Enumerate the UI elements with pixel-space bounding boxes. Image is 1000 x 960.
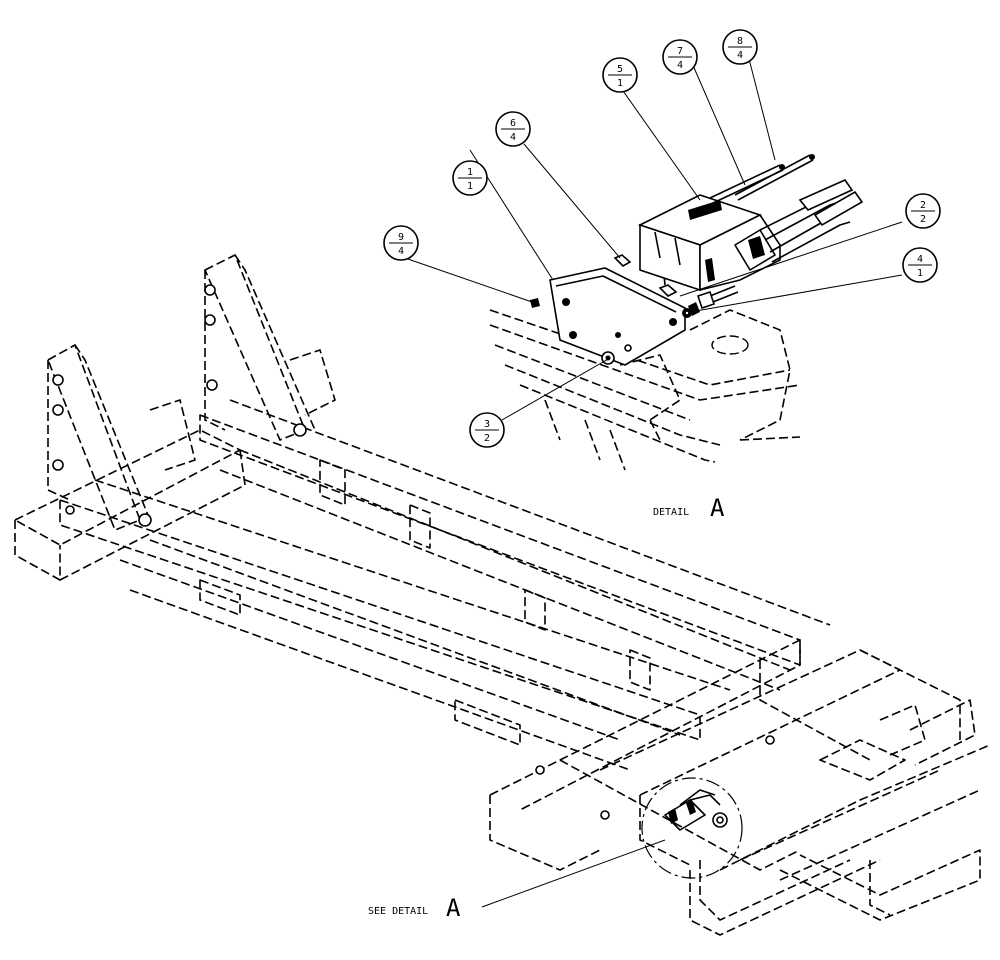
balloon-item: 8 [737,36,743,47]
see-detail-prefix: SEE DETAIL [368,906,428,917]
balloon-5-1: 5 1 [602,57,638,93]
balloon-item: 2 [920,200,926,211]
detail-a-view [489,154,864,471]
see-detail-letter: A [446,894,461,922]
balloon-item: 7 [677,46,683,57]
detail-callout-circle [641,777,743,879]
detail-title-letter: A [710,494,725,522]
balloon-1-1: 1 1 [452,160,488,196]
balloon-2-2: 2 2 [905,193,941,229]
balloon-qty: 2 [920,214,926,225]
balloon-qty: 4 [510,132,516,143]
frame-fasteners [52,284,775,828]
balloon-item: 6 [510,118,516,129]
balloon-item: 9 [398,232,404,243]
balloon-8-4: 8 4 [722,29,758,65]
balloon-item: 3 [484,419,490,430]
chassis-frame [14,254,991,936]
detail-title-prefix: DETAIL [653,507,689,518]
frame-hole [711,335,749,355]
balloon-qty: 1 [617,78,623,89]
balloon-4-1: 4 1 [902,247,938,283]
see-detail-label: SEE DETAIL A [368,894,461,922]
balloon-qty: 4 [398,246,404,257]
leader-lines [404,54,903,908]
balloon-item: 5 [617,64,623,75]
balloon-qty: 4 [737,50,743,61]
balloon-qty: 2 [484,433,490,444]
balloon-item: 4 [917,254,923,265]
balloon-qty: 4 [677,60,683,71]
detail-a-title: DETAIL A [653,494,725,522]
balloon-qty: 1 [917,268,923,279]
balloon-item: 1 [467,167,473,178]
balloon-qty: 1 [467,181,473,192]
balloon-7-4: 7 4 [662,39,698,75]
balloon-3-2: 3 2 [469,412,505,448]
balloon-9-4: 9 4 [383,225,419,261]
detail-callout-parts [664,789,721,831]
balloon-6-4: 6 4 [495,111,531,147]
